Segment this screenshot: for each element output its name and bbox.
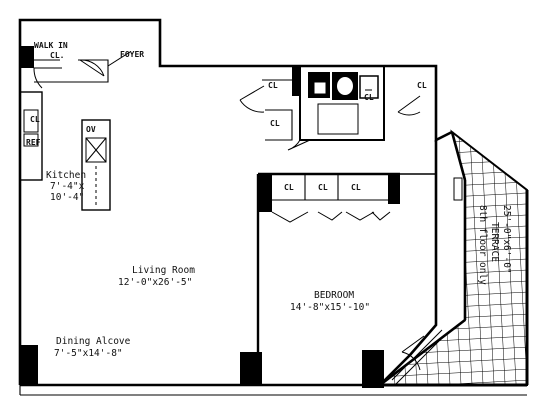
closet-label-6: CL [318,183,328,192]
closet-label-3: CL [364,93,374,102]
living-room-dims: 12'-0"x26'-5" [118,277,192,288]
bedroom-name: BEDROOM [314,290,354,301]
door-swings [33,51,425,371]
terrace-note-2: only [477,262,488,285]
dining-alcove-name: Dining Alcove [56,336,131,347]
closet-label-2: CL [270,119,280,128]
interior-walls [19,59,463,352]
closet-label-4: CL [417,81,427,90]
dining-alcove-dims: 7'-5"x14'-8" [54,348,123,359]
oven-label: OV [86,125,96,134]
kitchen-name: Kitchen [46,170,86,181]
terrace-name: TERRACE [489,222,500,262]
refrigerator-label: REF [26,138,41,147]
foyer-label: FOYER [120,50,144,59]
closet-label-1: CL [268,81,278,90]
bedroom-dims: 14'-8"x15'-10" [290,302,370,313]
closet-label-8: CL [30,115,40,124]
kitchen-dim-2: 10'-4" [50,192,84,203]
kitchen-dim-1: 7'-4"x [50,181,85,192]
columns [20,46,400,388]
terrace-note-1: 8th floor [477,205,488,257]
labels: WALK IN CL. FOYER CL CL CL CL CL CL CL C… [26,41,512,359]
walk-in-closet-sub-label: CL. [50,51,64,60]
walk-in-closet-label: WALK IN [34,41,68,50]
terrace-dims: 25'-0"x6'-0" [501,205,512,274]
living-room-name: Living Room [132,265,195,276]
exterior-walls [18,18,527,396]
closet-label-5: CL [284,183,294,192]
closet-label-7: CL [351,183,361,192]
